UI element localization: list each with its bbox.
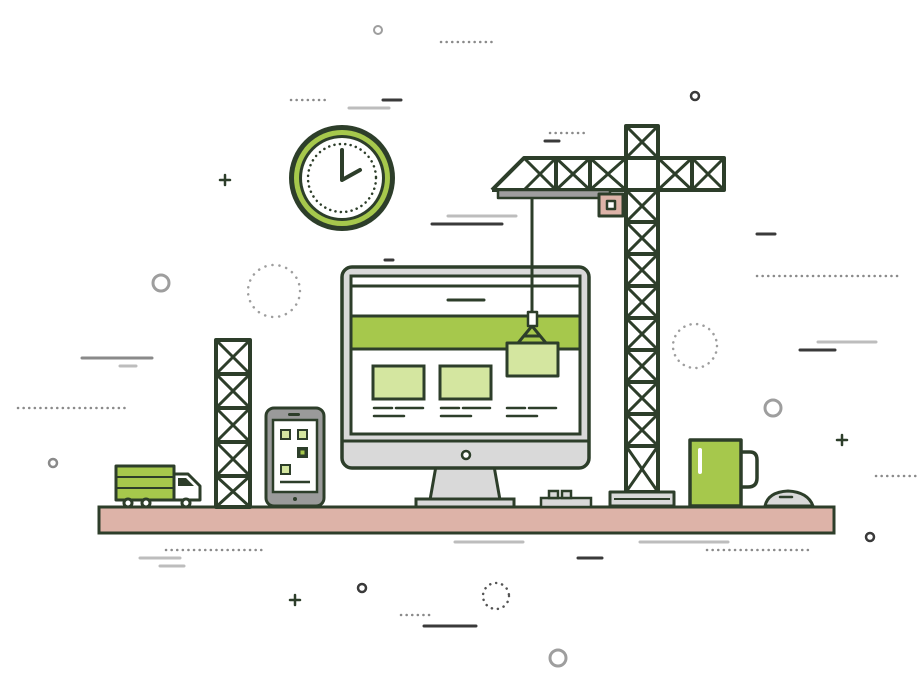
deco-circle bbox=[763, 398, 783, 418]
background-decorations bbox=[16, 25, 918, 668]
deco-circle bbox=[47, 457, 59, 469]
smartphone-icon bbox=[264, 406, 326, 508]
dotted-circle bbox=[481, 581, 511, 611]
deco-circle bbox=[151, 273, 171, 293]
lattice-tower-icon bbox=[214, 338, 252, 509]
deco-circle bbox=[356, 582, 368, 594]
wireframe-card bbox=[371, 364, 426, 401]
desk bbox=[97, 505, 836, 535]
deco-circle bbox=[864, 531, 876, 543]
deco-circle bbox=[548, 648, 568, 668]
computer-mouse-icon bbox=[763, 489, 816, 508]
dotted-lines bbox=[16, 40, 918, 617]
dash-lines bbox=[80, 98, 878, 628]
coffee-mug-icon bbox=[688, 438, 759, 508]
plus-sign bbox=[218, 173, 849, 607]
delivery-truck-icon bbox=[114, 464, 202, 509]
dotted-circle bbox=[671, 322, 719, 370]
wireframe-text-lines bbox=[372, 406, 558, 418]
wireframe-card bbox=[438, 364, 493, 401]
tower-crane-icon bbox=[490, 124, 726, 508]
deco-circle bbox=[689, 90, 701, 102]
keyboard-icon bbox=[539, 489, 593, 509]
clock-tick-ring bbox=[306, 142, 378, 214]
hanging-crate-icon bbox=[505, 198, 560, 378]
wall-clock-icon bbox=[289, 125, 395, 231]
deco-circle bbox=[373, 25, 383, 35]
dotted-circle bbox=[246, 263, 302, 319]
monitor-power-button bbox=[460, 449, 472, 461]
phone-app-icons bbox=[280, 429, 308, 475]
monitor-stand bbox=[428, 464, 502, 502]
clock-hands bbox=[340, 148, 362, 182]
desktop-monitor-icon bbox=[340, 265, 591, 509]
